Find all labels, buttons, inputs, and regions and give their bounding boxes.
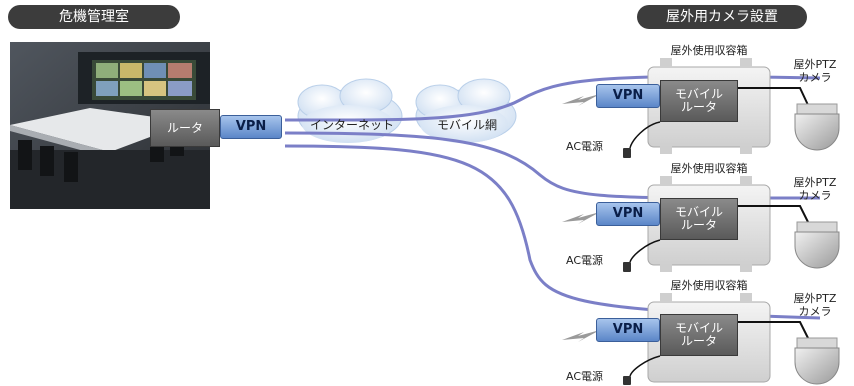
link-site-3 (284, 144, 821, 320)
enclosure-label: 屋外使用収容箱 (670, 44, 748, 57)
power-cables (629, 121, 661, 377)
mobile-router-line2: ルータ (680, 100, 717, 114)
camera-label-line1: 屋外PTZ (793, 292, 837, 305)
camera-cables (737, 87, 809, 339)
site-vpn-tunnel: VPN (596, 84, 660, 108)
header-control-room: 危機管理室 (8, 5, 180, 29)
mobile-router: モバイルルータ (660, 80, 738, 122)
central-vpn-tunnel: VPN (220, 115, 282, 139)
internet-label: インターネット (310, 118, 395, 132)
control-room-photo (10, 42, 210, 209)
mobile-router-line2: ルータ (680, 334, 717, 348)
mobile-router-line1: モバイル (674, 321, 723, 335)
mobile-router-line1: モバイル (674, 87, 723, 101)
enclosure-label: 屋外使用収容箱 (670, 162, 748, 175)
mobile-router-line1: モバイル (674, 205, 723, 219)
power-label: AC電源 (566, 370, 604, 383)
header-camera-site: 屋外用カメラ設置 (637, 5, 807, 29)
mobile-network-label: モバイル網 (437, 118, 498, 132)
power-label: AC電源 (566, 140, 604, 153)
camera-label-line2: カメラ (798, 71, 832, 84)
central-router: ルータ (150, 109, 220, 147)
camera-label-line2: カメラ (798, 305, 832, 318)
camera-label-line1: 屋外PTZ (793, 58, 837, 71)
camera-label-line2: カメラ (798, 189, 832, 202)
dome-camera-icon (794, 103, 840, 385)
site-vpn-tunnel: VPN (596, 318, 660, 342)
power-label: AC電源 (566, 254, 604, 267)
lightning-icon (562, 94, 600, 342)
site-vpn-tunnel: VPN (596, 202, 660, 226)
mobile-router-line2: ルータ (680, 218, 717, 232)
mobile-router: モバイルルータ (660, 314, 738, 356)
enclosure-label: 屋外使用収容箱 (670, 279, 748, 292)
camera-label-line1: 屋外PTZ (793, 176, 837, 189)
mobile-network-cloud (415, 78, 517, 143)
mobile-router: モバイルルータ (660, 198, 738, 240)
plug-icon (623, 148, 631, 385)
